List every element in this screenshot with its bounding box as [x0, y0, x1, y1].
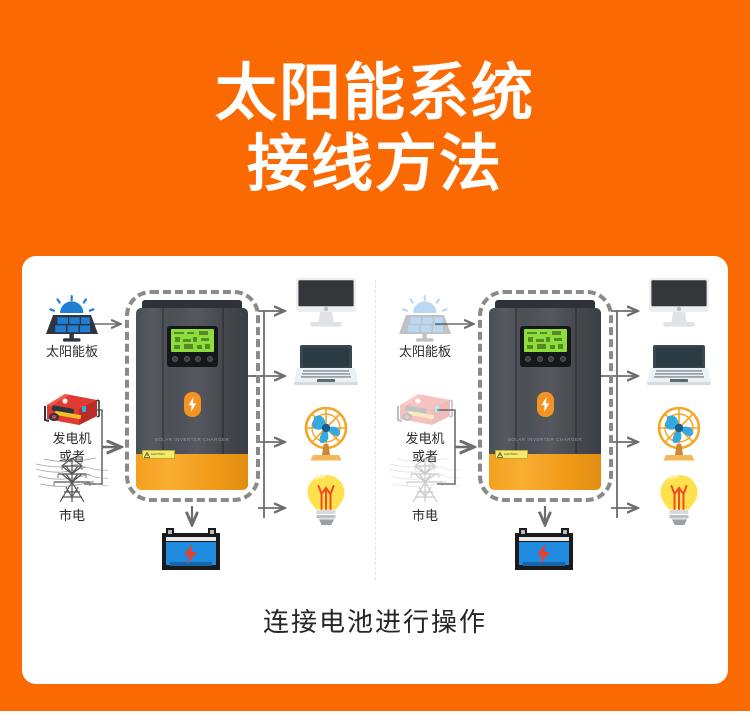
inverter-brand-text: SOLAR INVERTER CHARGER: [507, 437, 583, 442]
inverter-seam-left: [162, 308, 164, 458]
inverter-focus-ring: [478, 290, 613, 502]
desktop-monitor-icon: [296, 278, 356, 327]
title-line-1: 太阳能系统: [214, 56, 535, 129]
load-light-bulb[interactable]: [290, 474, 362, 526]
source-label-solar: 太阳能板: [398, 345, 451, 360]
desktop-monitor-icon: [649, 278, 709, 327]
inverter-bottom-panel: [489, 454, 601, 490]
inverter-button-row[interactable]: [525, 355, 566, 363]
lightning-bolt-icon: [537, 392, 554, 417]
source-grid-power[interactable]: 市电: [379, 454, 471, 526]
lcd-screen-icon: [524, 329, 567, 352]
inverter-button-1[interactable]: [172, 356, 178, 362]
inverter-button-1[interactable]: [525, 356, 531, 362]
power-transmission-tower-icon: [36, 457, 108, 503]
title-line-2: 接线方法: [246, 126, 503, 200]
load-electric-fan[interactable]: [290, 406, 362, 462]
load-desktop-monitor[interactable]: [643, 278, 715, 330]
inverter-seam-left: [515, 308, 517, 458]
inverter-seam-right: [222, 308, 224, 458]
source-label-solar: 太阳能板: [45, 345, 98, 360]
generator-icon: [44, 394, 100, 425]
source-label-grid: 市电: [411, 509, 438, 524]
lcd-screen-icon: [171, 329, 214, 352]
solar-panel-icon: [399, 295, 451, 342]
page-title: 太阳能系统 接线方法: [0, 56, 750, 200]
solar-inverter-charger[interactable]: SOLAR INVERTER CHARGER CAUTION: [489, 300, 601, 492]
inverter-button-4[interactable]: [559, 356, 566, 362]
solar-panel-icon: [46, 295, 98, 342]
inverter-display-bezel: [167, 326, 218, 367]
inverter-focus-ring: [125, 290, 260, 502]
solar-inverter-charger[interactable]: SOLAR INVERTER CHARGER CAUTION: [136, 300, 248, 492]
source-generator[interactable]: 发电机 或者: [26, 389, 118, 466]
laptop-icon: [647, 345, 711, 385]
inverter-button-3[interactable]: [548, 356, 555, 362]
light-bulb-icon: [660, 475, 698, 525]
inverter-seam-right: [575, 308, 577, 458]
inverter-button-3[interactable]: [195, 356, 202, 362]
source-grid-power[interactable]: 市电: [26, 454, 118, 526]
inverter-bottom-panel: [136, 454, 248, 490]
wiring-panel-right: 太阳能板 发: [375, 256, 728, 616]
light-bulb-icon: [307, 475, 345, 525]
inverter-button-2[interactable]: [183, 356, 190, 362]
inverter-button-4[interactable]: [206, 356, 213, 362]
load-laptop[interactable]: [643, 344, 715, 390]
inverter-button-row[interactable]: [172, 355, 213, 363]
inverter-display-bezel: [520, 326, 571, 367]
load-light-bulb[interactable]: [643, 474, 715, 526]
source-solar-panel[interactable]: 太阳能板: [26, 294, 118, 362]
caution-text: CAUTION: [151, 452, 165, 456]
load-laptop[interactable]: [290, 344, 362, 390]
laptop-icon: [294, 345, 358, 385]
source-label-generator: 发电机: [52, 432, 92, 447]
power-transmission-tower-icon: [389, 457, 461, 503]
battery-icon[interactable]: [160, 528, 222, 572]
battery-icon[interactable]: [513, 528, 575, 572]
source-label-grid: 市电: [58, 509, 85, 524]
wiring-panel-left: 太阳能板 发: [22, 256, 375, 616]
caution-label: CAUTION: [142, 450, 175, 459]
warning-triangle-icon: [144, 451, 150, 458]
diagram-caption: 连接电池进行操作: [262, 608, 487, 638]
inverter-brand-text: SOLAR INVERTER CHARGER: [154, 437, 230, 442]
caution-label: CAUTION: [495, 450, 528, 459]
source-label-generator: 发电机: [405, 432, 445, 447]
inverter-top-cap: [495, 300, 595, 311]
generator-icon: [397, 394, 453, 425]
load-electric-fan[interactable]: [643, 406, 715, 462]
caution-text: CAUTION: [504, 452, 518, 456]
diagram-card: 太阳能板 发: [22, 256, 728, 684]
diagram-area: 太阳能板 发: [22, 256, 728, 616]
electric-fan-icon: [657, 406, 701, 461]
source-label-or: 或者: [411, 449, 438, 465]
lightning-bolt-icon: [184, 392, 201, 417]
panel-divider: [375, 280, 376, 580]
load-desktop-monitor[interactable]: [290, 278, 362, 330]
inverter-top-cap: [142, 300, 242, 311]
source-solar-panel[interactable]: 太阳能板: [379, 294, 471, 362]
source-generator[interactable]: 发电机 或者: [379, 389, 471, 466]
warning-triangle-icon: [497, 451, 503, 458]
inverter-button-2[interactable]: [536, 356, 543, 362]
electric-fan-icon: [304, 406, 348, 461]
